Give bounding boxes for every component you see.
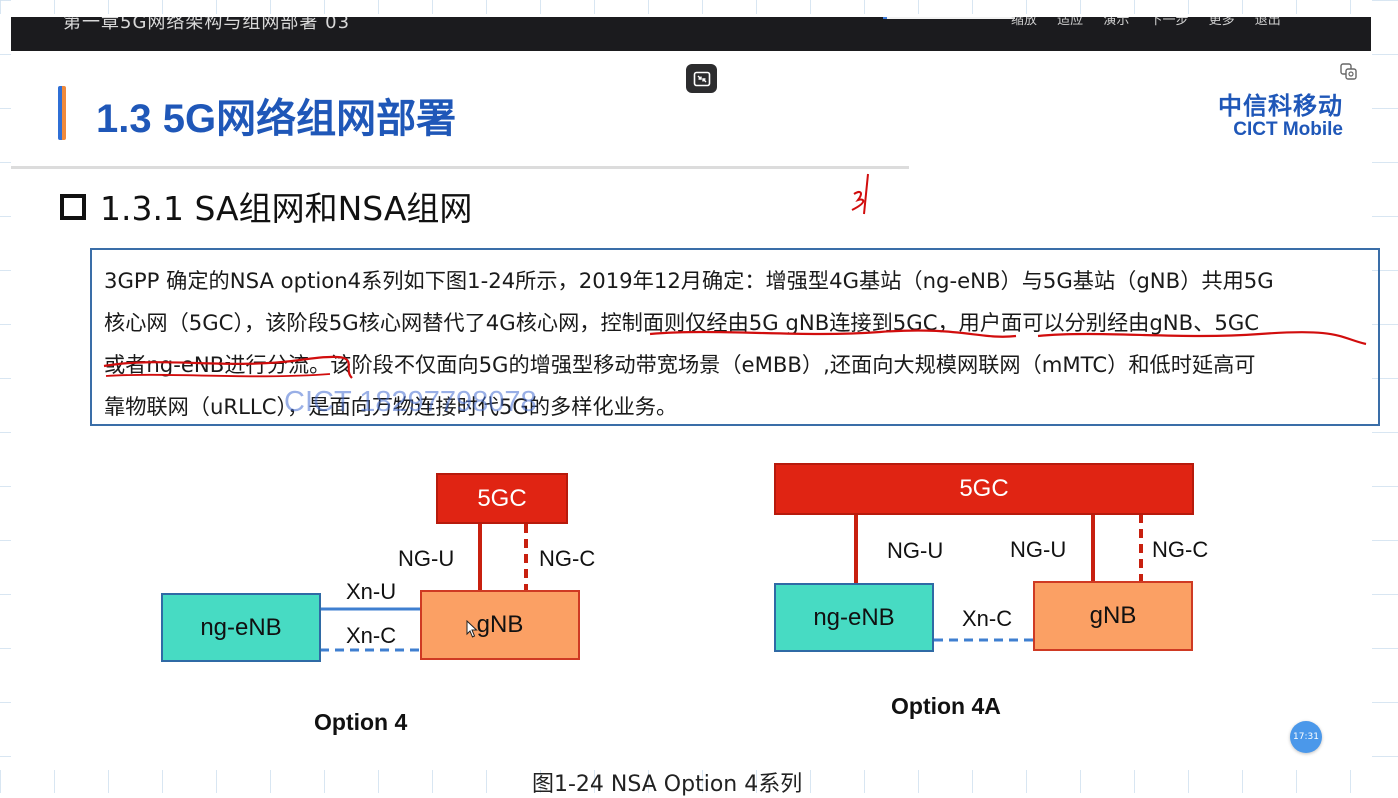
label-xn-c-opt4: Xn-C: [346, 623, 397, 648]
label-xn-u-opt4: Xn-U: [346, 579, 397, 604]
toolbar-menu: 缩放 适应 演示 下一步 更多 退出: [1011, 17, 1281, 28]
copy-icon[interactable]: [1339, 62, 1359, 82]
node-5gc-opt4a: 5GC: [774, 463, 1194, 515]
subheading-text: 1.3.1 SA组网和NSA组网: [100, 189, 473, 228]
label-option-4a: Option 4A: [891, 693, 1001, 719]
node-ng-enb-opt4: ng-eNB: [161, 593, 321, 662]
toolbar-search-field[interactable]: [883, 17, 1015, 19]
viewer-toolbar: 第一章5G网络架构与组网部署 03 缩放 适应 演示 下一步 更多 退出: [11, 17, 1371, 51]
node-5gc-opt4: 5GC: [436, 473, 568, 524]
slide-title: 1.3 5G网络组网部署: [96, 97, 457, 141]
menu-item-exit[interactable]: 退出: [1254, 17, 1281, 28]
menu-item-more[interactable]: 更多: [1208, 17, 1235, 28]
company-logo: 中信科移动 CICT Mobile: [1218, 86, 1343, 141]
logo-en-text: CICT Mobile: [1233, 119, 1343, 140]
label-ng-u-gnb-opt4a: NG-U: [1010, 537, 1067, 562]
menu-item-present[interactable]: 演示: [1103, 17, 1130, 28]
cursor-icon: [466, 620, 478, 638]
menu-item-fit[interactable]: 适应: [1057, 17, 1084, 28]
paragraph-line: 3GPP 确定的NSA option4系列如下图1-24所示，2019年12月确…: [104, 268, 1274, 293]
node-gnb-opt4: gNB: [420, 590, 580, 660]
recording-time-badge[interactable]: 17:31: [1290, 721, 1322, 753]
label-ng-u-opt4: NG-U: [398, 546, 455, 571]
logo-cn-text: 中信科移动: [1218, 92, 1343, 120]
bullet-square-icon: [60, 194, 86, 220]
section-subheading: 1.3.1 SA组网和NSA组网: [60, 182, 472, 230]
menu-item-zoom[interactable]: 缩放: [1011, 17, 1038, 28]
paragraph-line: 靠物联网（uRLLC），是面向万物连接时代5G的多样化业务。: [104, 394, 678, 419]
label-ng-c-opt4: NG-C: [539, 546, 596, 571]
title-accent-bar: [58, 86, 66, 140]
window-title: 第一章5G网络架构与组网部署 03: [63, 17, 351, 33]
figure-caption: 图1-24 NSA Option 4系列: [532, 772, 803, 797]
exit-fullscreen-button[interactable]: [686, 64, 717, 93]
watermark: CICT 18297798078: [284, 386, 537, 418]
node-ng-enb-opt4a: ng-eNB: [774, 583, 934, 652]
menu-item-next[interactable]: 下一步: [1149, 17, 1189, 28]
exit-fullscreen-icon: [693, 71, 710, 86]
label-ng-c-opt4a: NG-C: [1152, 537, 1209, 562]
label-option-4: Option 4: [314, 709, 408, 735]
label-xn-c-opt4a: Xn-C: [962, 606, 1013, 631]
node-gnb-opt4a: gNB: [1033, 581, 1193, 651]
label-ng-u-enb-opt4a: NG-U: [887, 538, 944, 563]
pen-scribble-icon: [851, 173, 869, 215]
title-divider: [11, 166, 909, 169]
